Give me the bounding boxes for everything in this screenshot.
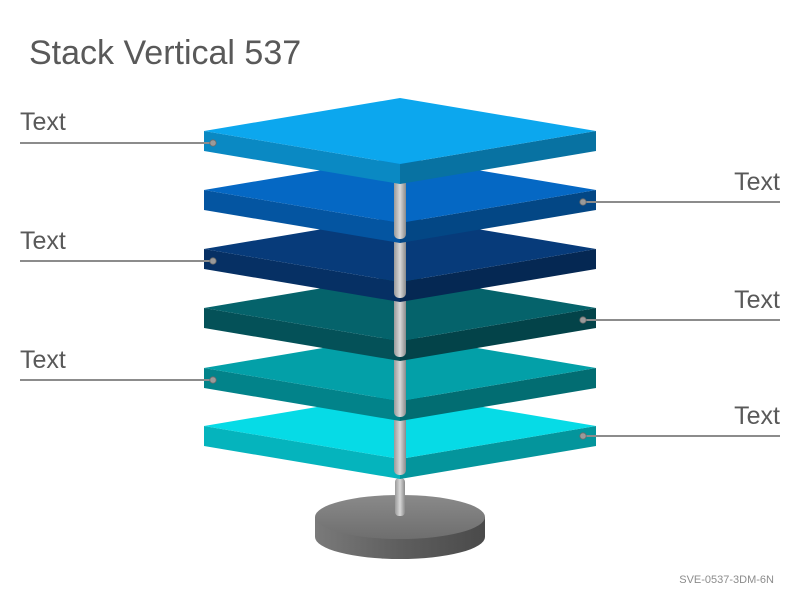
label-layer-3: Text [20, 227, 66, 255]
layer-pole-3 [394, 294, 406, 357]
layer-left-face [204, 190, 400, 243]
layer-right-face [400, 190, 596, 243]
layer-right-face [400, 131, 596, 184]
layer-1 [204, 98, 596, 239]
connector-dot-2 [579, 198, 587, 206]
layer-pole-2 [394, 235, 406, 298]
connector-dot-3 [209, 257, 217, 265]
connector-dot-4 [579, 316, 587, 324]
layer-right-face [400, 308, 596, 361]
layer-left-face [204, 249, 400, 302]
base-pedestal [315, 478, 485, 559]
layer-left-face [204, 308, 400, 361]
label-layer-6: Text [734, 402, 780, 430]
footer-code: SVE-0537-3DM-6N [679, 574, 774, 586]
layers-group [204, 98, 596, 479]
layer-left-face [204, 368, 400, 421]
base-pole [395, 478, 405, 516]
layer-pole-4 [394, 353, 406, 417]
layer-pole-5 [394, 413, 406, 475]
connector-dot-5 [209, 376, 217, 384]
label-layer-5: Text [20, 346, 66, 374]
layer-left-face [204, 131, 400, 184]
connectors-group [20, 139, 780, 440]
layer-right-face [400, 426, 596, 479]
layer-pole-1 [394, 176, 406, 239]
layer-right-face [400, 368, 596, 421]
label-layer-1: Text [20, 108, 66, 136]
layer-right-face [400, 249, 596, 302]
label-layer-4: Text [734, 286, 780, 314]
connector-dot-6 [579, 432, 587, 440]
page-title: Stack Vertical 537 [29, 34, 302, 72]
layer-top-face [204, 98, 596, 164]
label-layer-2: Text [734, 168, 780, 196]
connector-dot-1 [209, 139, 217, 147]
layer-left-face [204, 426, 400, 479]
